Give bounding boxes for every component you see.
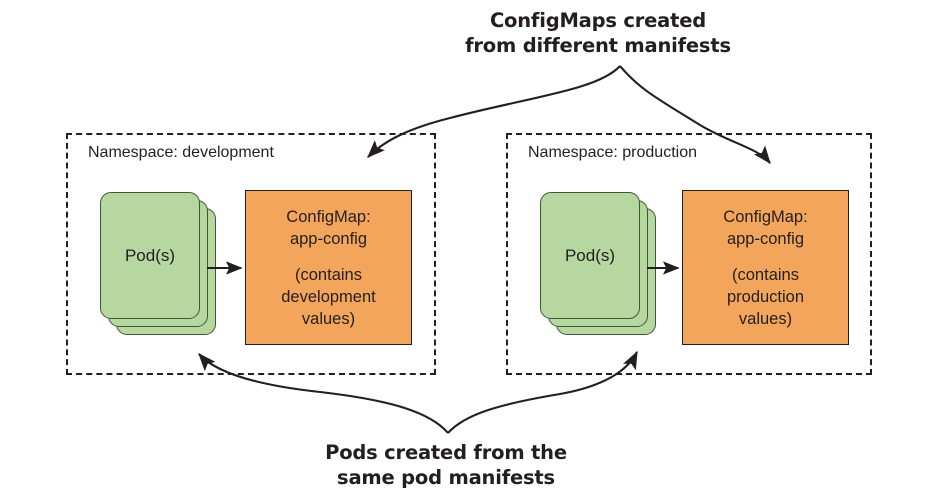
configmap-subtitle-development: (contains development values) [281, 265, 376, 328]
pod-stack-development: Pod(s) [100, 192, 218, 337]
namespace-label-development: Namespace: development [88, 144, 274, 161]
configmap-title-development: ConfigMap: app-config [286, 207, 371, 248]
configmaps-annotation-text: ConfigMaps created from different manife… [465, 9, 731, 57]
configmap-box-production: ConfigMap: app-config (contains producti… [682, 190, 849, 345]
pods-annotation-text: Pods created from the same pod manifests [325, 441, 567, 489]
pod-card-front [100, 192, 200, 319]
configmap-subtitle-production: (contains production values) [726, 265, 805, 328]
pod-label-development: Pod(s) [124, 245, 176, 265]
configmap-box-development: ConfigMap: app-config (contains developm… [245, 190, 412, 345]
pod-card-front [540, 192, 640, 319]
pod-label-production: Pod(s) [564, 245, 616, 265]
pod-stack-production: Pod(s) [540, 192, 658, 337]
namespace-label-production: Namespace: production [528, 144, 697, 161]
configmap-title-production: ConfigMap: app-config [723, 207, 808, 248]
